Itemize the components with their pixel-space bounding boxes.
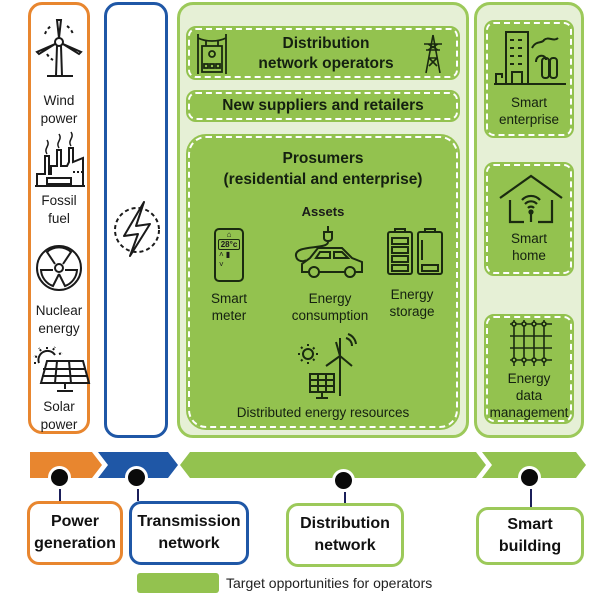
transmission-tower-icon <box>424 34 442 74</box>
label-line: power <box>40 417 78 432</box>
stage-connector <box>59 489 61 501</box>
label-line: Smart <box>210 291 247 306</box>
stage-label-line: Transmission <box>137 513 241 530</box>
transmission-network-column <box>104 2 168 438</box>
lightning-bolt-icon <box>114 201 160 257</box>
label-line: Smart <box>510 95 547 110</box>
home-icon: ⌂ <box>226 230 232 239</box>
battery-storage-icon <box>387 228 443 275</box>
stage-smart-building: Smart building <box>476 507 584 565</box>
nuclear-icon <box>36 245 82 291</box>
title-line: network operators <box>258 55 394 72</box>
smart-home-label: Smart home <box>488 230 570 264</box>
label-line: data <box>515 388 543 403</box>
stage-label-line: generation <box>34 535 116 552</box>
power-generation-column <box>28 2 90 434</box>
office-building-icon <box>494 31 566 85</box>
label-line: meter <box>211 308 247 323</box>
label-line: energy <box>38 321 80 336</box>
arrow-distribution <box>180 452 486 478</box>
smart-meter-icon: ⌂ 28°c ˄ ▮˅ <box>214 228 244 282</box>
stage-connector <box>530 489 532 507</box>
prosumers-title: Prosumers (residential and enterprise) <box>190 148 456 190</box>
legend-label: Target opportunities for operators <box>226 575 433 591</box>
label-line: storage <box>389 304 435 319</box>
stage-marker-dot <box>518 466 541 489</box>
title-line: (residential and enterprise) <box>223 171 423 188</box>
energy-data-management-box: Energy data management <box>484 314 574 424</box>
prosumers-box: Prosumers (residential and enterprise) A… <box>186 134 460 430</box>
stage-connector <box>344 492 346 504</box>
stage-transmission-network: Transmission network <box>129 501 249 565</box>
der-label: Distributed energy resources <box>236 405 410 420</box>
suppliers-retailers-label: New suppliers and retailers <box>222 97 424 114</box>
label-line: Solar <box>43 399 75 414</box>
electric-car-icon <box>295 226 363 278</box>
label-line: Nuclear <box>35 303 83 318</box>
stage-marker-dot <box>48 466 71 489</box>
energy-data-management-label: Energy data management <box>484 370 574 421</box>
stage-marker-dot <box>332 469 355 492</box>
label-line: power <box>40 111 78 126</box>
stage-label-line: Smart <box>507 516 553 533</box>
label-line: Smart <box>510 231 547 246</box>
smart-home-box: Smart home <box>484 162 574 276</box>
stage-distribution-network: Distribution network <box>286 503 404 567</box>
label-line: fuel <box>48 211 70 226</box>
source-label-wind: Wind power <box>28 92 90 128</box>
source-label-fossil: Fossil fuel <box>28 192 90 228</box>
title-line: Distribution <box>282 35 370 52</box>
distribution-operators-title: Distribution network operators <box>226 34 426 74</box>
stage-marker-dot <box>125 466 148 489</box>
distributed-energy-icon <box>298 333 357 399</box>
arrow-transmission <box>98 452 178 478</box>
solar-panel-icon <box>33 346 91 392</box>
asset-label-smart-meter: Smart meter <box>196 290 262 324</box>
label-line: Fossil <box>41 193 77 208</box>
arrow-smart-building <box>482 452 586 478</box>
smart-enterprise-label: Smart enterprise <box>488 94 570 128</box>
arrow-power-generation <box>30 452 102 478</box>
stage-label-line: building <box>498 538 562 555</box>
substation-icon <box>197 34 227 74</box>
label-line: Energy <box>390 287 434 302</box>
source-label-solar: Solar power <box>28 398 90 434</box>
legend-swatch <box>137 573 219 593</box>
label-line: home <box>512 248 546 263</box>
label-line: management <box>489 405 569 420</box>
label-line: Energy <box>507 371 551 386</box>
label-line: Wind <box>43 93 75 108</box>
factory-icon <box>35 131 85 187</box>
stage-connector <box>137 489 139 501</box>
distribution-operators-box: Distribution network operators <box>186 26 460 80</box>
smart-enterprise-box: Smart enterprise <box>484 20 574 138</box>
title-line: Prosumers <box>282 150 364 167</box>
label-line: consumption <box>291 308 369 323</box>
data-grid-icon <box>510 320 552 366</box>
stage-label-line: network <box>158 535 220 552</box>
stage-label-line: Distribution <box>300 515 390 532</box>
label-line: enterprise <box>498 112 560 127</box>
asset-label-energy-storage: Energy storage <box>376 286 448 320</box>
source-label-nuclear: Nuclear energy <box>28 302 90 338</box>
asset-label-energy-consumption: Energy consumption <box>282 290 378 324</box>
label-line: Energy <box>308 291 352 306</box>
meter-reading: 28°c <box>218 239 240 250</box>
stage-power-generation: Power generation <box>27 501 123 565</box>
assets-heading: Assets <box>301 204 345 219</box>
smart-home-icon <box>499 174 563 224</box>
stage-label-line: Power <box>50 513 99 530</box>
value-chain-arrows <box>30 452 586 478</box>
stage-label-line: network <box>314 537 376 554</box>
wind-turbine-icon <box>35 19 83 77</box>
suppliers-retailers-box: New suppliers and retailers <box>186 90 460 122</box>
thermostat-controls: ˄ ▮˅ <box>219 250 231 269</box>
